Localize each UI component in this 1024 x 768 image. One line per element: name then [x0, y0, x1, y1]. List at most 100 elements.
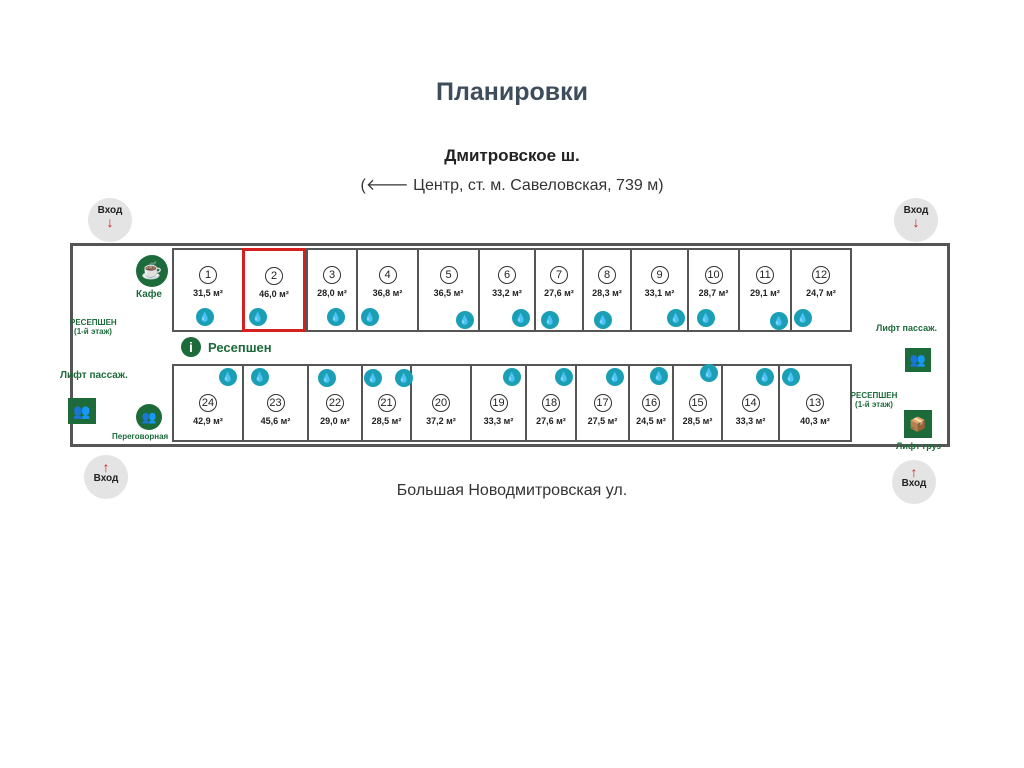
entrance-bottom-left: ↑Вход	[84, 455, 128, 499]
lift-pass-label-left: Лифт пассаж.	[60, 370, 128, 381]
water-drop-icon: 💧	[794, 309, 812, 327]
room-number: 4	[378, 266, 397, 284]
arrow-down-icon: ↓	[912, 214, 920, 230]
room-area: 28,5 м²	[371, 416, 402, 426]
room-area: 31,5 м²	[193, 288, 223, 298]
room-number: 9	[650, 266, 669, 284]
room-area: 28,3 м²	[592, 288, 622, 298]
water-drop-icon: 💧	[503, 368, 521, 386]
water-drop-icon: 💧	[667, 309, 685, 327]
room-22[interactable]: 22 29,0 м²	[307, 364, 363, 442]
room-number: 16	[642, 394, 660, 412]
meeting-room-icon: 👥	[136, 404, 162, 430]
reception-floor-label: РЕСЕПШЕН	[850, 391, 898, 400]
room-number: 22	[326, 394, 344, 412]
room-area: 42,9 м²	[193, 416, 223, 426]
room-area: 33,1 м²	[644, 288, 675, 298]
water-drop-icon: 💧	[249, 308, 267, 326]
water-drop-icon: 💧	[541, 311, 559, 329]
room-area: 33,3 м²	[735, 416, 766, 426]
room-area: 29,0 м²	[320, 416, 350, 426]
room-area: 45,6 м²	[260, 416, 291, 426]
water-drop-icon: 💧	[756, 368, 774, 386]
water-drop-icon: 💧	[700, 364, 718, 382]
room-number: 14	[741, 394, 760, 412]
room-area: 28,5 м²	[682, 416, 713, 426]
room-area: 37,2 м²	[426, 416, 456, 426]
cafe-label: Кафе	[136, 289, 162, 300]
room-area: 36,5 м²	[433, 288, 464, 298]
reception-label: Ресепшен	[208, 340, 272, 355]
room-area: 36,8 м²	[372, 288, 403, 298]
room-area: 28,0 м²	[317, 288, 347, 298]
passenger-lift-icon: 👥	[905, 348, 931, 372]
water-drop-icon: 💧	[650, 367, 668, 385]
room-area: 33,3 м²	[483, 416, 514, 426]
room-area: 27,6 м²	[536, 416, 566, 426]
entrance-top-left: Вход↓	[88, 198, 132, 242]
room-area: 33,2 м²	[492, 288, 522, 298]
street-bottom: Большая Новодмитровская ул.	[396, 482, 628, 499]
room-area: 29,1 м²	[750, 288, 780, 298]
room-number: 6	[498, 266, 516, 284]
entrance-label: Вход	[901, 478, 927, 489]
room-area: 27,6 м²	[544, 288, 574, 298]
lift-pass-label-right: Лифт пассаж.	[876, 323, 937, 333]
room-number: 20	[432, 394, 450, 412]
reception-floor-label: РЕСЕПШЕН	[70, 318, 117, 327]
room-number: 10	[704, 266, 723, 284]
room-area: 24,7 м²	[806, 288, 836, 298]
reception-right: РЕСЕПШЕН(1-й этаж)	[850, 391, 898, 409]
room-number: 24	[199, 394, 217, 412]
water-drop-icon: 💧	[782, 368, 800, 386]
water-drop-icon: 💧	[361, 308, 379, 326]
page-title: Планировки	[435, 78, 588, 106]
room-number: 3	[323, 266, 341, 284]
room-area: 28,7 м²	[698, 288, 729, 298]
room-number: 23	[266, 394, 285, 412]
room-17[interactable]: 17 27,5 м²	[575, 364, 630, 442]
entrance-label: Вход	[97, 205, 123, 216]
entrance-label: Вход	[903, 205, 929, 216]
room-number: 17	[593, 394, 612, 412]
room-number: 13	[806, 394, 824, 412]
meeting-label: Переговорная	[112, 432, 169, 441]
reception-left: РЕСЕПШЕН(1-й этаж)	[70, 318, 117, 336]
water-drop-icon: 💧	[219, 368, 237, 386]
entrance-bottom-right: ↑Вход	[892, 460, 936, 504]
reception-floor-sub: (1-й этаж)	[74, 327, 112, 336]
room-number: 12	[812, 266, 830, 284]
room-number: 11	[756, 266, 774, 284]
entrance-label: Вход	[93, 473, 119, 484]
cargo-lift-icon: 📦	[904, 410, 932, 438]
room-number: 19	[489, 394, 508, 412]
water-drop-icon: 💧	[327, 308, 345, 326]
coffee-icon: ☕	[136, 255, 168, 287]
room-20[interactable]: 20 37,2 м²	[410, 364, 472, 442]
room-number: 8	[598, 266, 616, 284]
room-area: 46,0 м²	[259, 289, 289, 299]
water-drop-icon: 💧	[555, 368, 573, 386]
room-13[interactable]: 13 40,3 м²	[778, 364, 852, 442]
water-drop-icon: 💧	[606, 368, 624, 386]
entrance-top-right: Вход↓	[894, 198, 938, 242]
water-drop-icon: 💧	[196, 308, 214, 326]
room-number: 1	[199, 266, 217, 284]
room-number: 21	[377, 394, 396, 412]
room-number: 7	[550, 266, 568, 284]
room-number: 5	[439, 266, 458, 284]
reception-floor-sub: (1-й этаж)	[855, 400, 893, 409]
arrow-up-icon: ↑	[102, 459, 110, 475]
water-drop-icon: 💧	[770, 312, 788, 330]
arrow-down-icon: ↓	[106, 214, 114, 230]
lift-cargo-label: Лифт груз	[896, 441, 941, 451]
room-area: 27,5 м²	[587, 416, 618, 426]
water-drop-icon: 💧	[512, 309, 530, 327]
water-drop-icon: 💧	[395, 369, 413, 387]
direction-note: (🡐 Центр, ст. м. Савеловская, 739 м)	[360, 177, 664, 194]
water-drop-icon: 💧	[594, 311, 612, 329]
water-drop-icon: 💧	[697, 309, 715, 327]
street-top: Дмитровское ш.	[444, 146, 580, 165]
room-area: 40,3 м²	[800, 416, 830, 426]
